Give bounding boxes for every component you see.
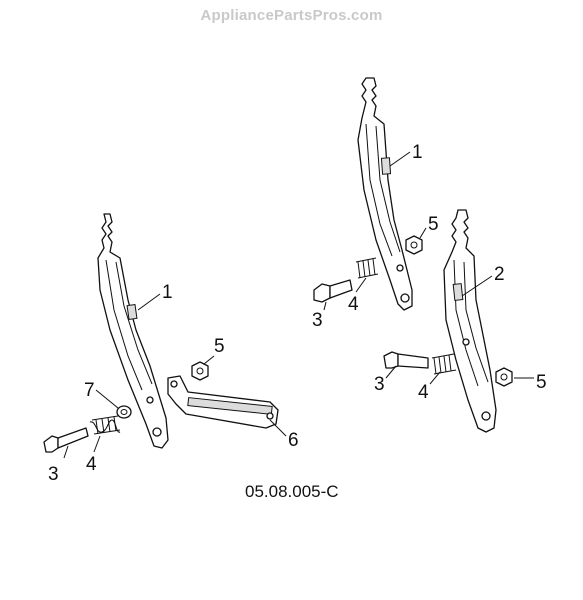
callout-1-right: 1	[412, 142, 423, 163]
lever-part-1-left	[97, 213, 169, 449]
spring-part-4-right-lower	[431, 353, 457, 375]
diagram-code: 05.08.005-C	[245, 482, 339, 501]
bolt-part-3-left	[43, 427, 89, 453]
callout-1-left: 1	[162, 282, 173, 303]
callout-7: 7	[84, 380, 95, 401]
callout-4-right-lower: 4	[418, 382, 429, 403]
bolt-part-3-right-lower	[383, 351, 429, 369]
lever-part-1-right	[357, 77, 413, 311]
bracket-part-6	[167, 375, 279, 429]
callout-5-right-top: 5	[428, 214, 439, 235]
nut-part-5-right-lower	[495, 367, 513, 387]
callout-4-left: 4	[86, 454, 97, 475]
lever-part-2	[443, 209, 497, 433]
callout-5-right-lower: 5	[536, 372, 547, 393]
spring-part-4-right-top	[355, 257, 379, 279]
nut-part-5-right-top	[405, 235, 423, 255]
callout-3-right-top: 3	[312, 310, 323, 331]
callout-4-right-top: 4	[348, 294, 359, 315]
nut-part-5-left	[191, 361, 209, 381]
watermark: AppliancePartsPros.com	[200, 7, 383, 24]
callout-5-left: 5	[214, 336, 225, 357]
bolt-part-3-right-top	[313, 279, 353, 303]
callout-3-left: 3	[48, 464, 59, 485]
callout-2: 2	[494, 264, 505, 285]
callout-6: 6	[288, 430, 299, 451]
callout-3-right-lower: 3	[374, 374, 385, 395]
washer-part-7	[116, 405, 132, 419]
spring-part-4-left	[89, 415, 121, 435]
